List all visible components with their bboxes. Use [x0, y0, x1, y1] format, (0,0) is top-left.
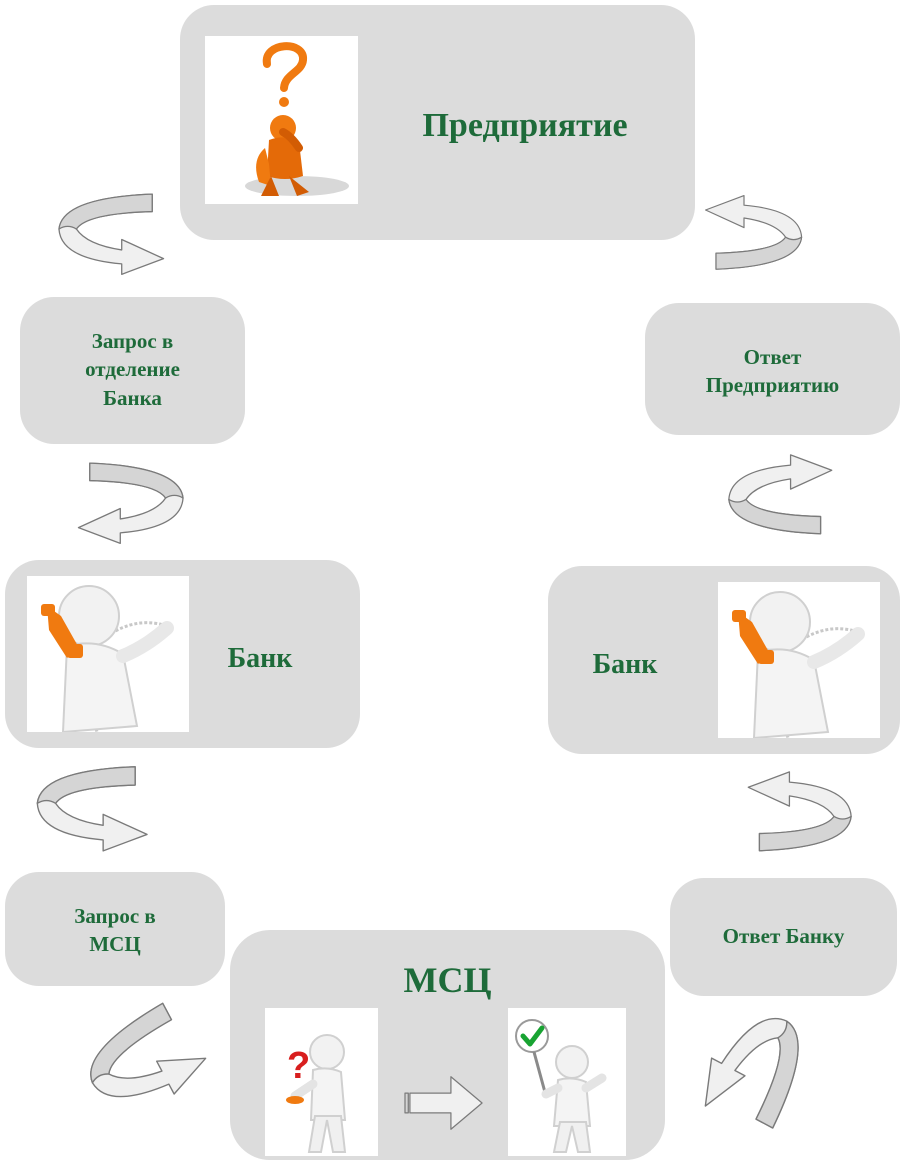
msc-box: МСЦ ?: [230, 930, 665, 1160]
curved-arrow-icon: [747, 771, 852, 852]
bank-right-label: Банк: [592, 649, 658, 680]
request-bank-branch-label: Запрос в отделение Банка: [20, 327, 245, 412]
enterprise-label: Предприятие: [422, 107, 628, 144]
thinking-figure-question-icon: [205, 36, 358, 204]
request-msc-label: Запрос в МСЦ: [5, 902, 225, 959]
bank-left-box: Банк: [5, 560, 360, 748]
figure-phone-icon: [718, 582, 880, 738]
enterprise-box: Предприятие: [180, 5, 695, 240]
answer-enterprise-line-1: Ответ: [743, 345, 802, 369]
right-arrow-icon: [404, 1076, 483, 1130]
curved-arrow-icon: [728, 454, 833, 535]
curved-arrow-icon: [58, 193, 165, 275]
request-msc-line-2: МСЦ: [89, 932, 141, 957]
curved-arrow-icon: [704, 1017, 799, 1129]
request-msc-box: Запрос в МСЦ: [5, 872, 225, 986]
msc-label: МСЦ: [403, 960, 492, 1000]
answer-bank-box: Ответ Банку: [670, 878, 897, 996]
bank-right-box: Банк: [548, 566, 900, 754]
figure-phone-icon: [27, 576, 189, 732]
curved-arrow-icon: [90, 1002, 207, 1098]
curved-arrow-icon: [705, 195, 803, 270]
request-bank-branch-line-2: отделение: [85, 357, 180, 382]
curved-arrow-icon: [36, 766, 148, 852]
answer-bank-label: Ответ Банку: [722, 924, 845, 948]
figure-question-icon: ?: [265, 1008, 378, 1156]
answer-enterprise-box: Ответ Предприятию: [645, 303, 900, 435]
curved-arrow-icon: [77, 462, 184, 544]
answer-enterprise-line-2: Предприятию: [705, 373, 840, 398]
bank-left-label: Банк: [227, 643, 293, 674]
request-msc-line-1: Запрос в: [74, 904, 156, 928]
answer-enterprise-label: Ответ Предприятию: [645, 343, 900, 400]
svg-text:?: ?: [287, 1045, 310, 1087]
request-bank-branch-line-3: Банка: [103, 385, 162, 410]
request-bank-branch-line-1: Запрос в: [91, 329, 174, 353]
figure-checkmark-icon: [508, 1008, 626, 1156]
request-bank-branch-box: Запрос в отделение Банка: [20, 297, 245, 444]
